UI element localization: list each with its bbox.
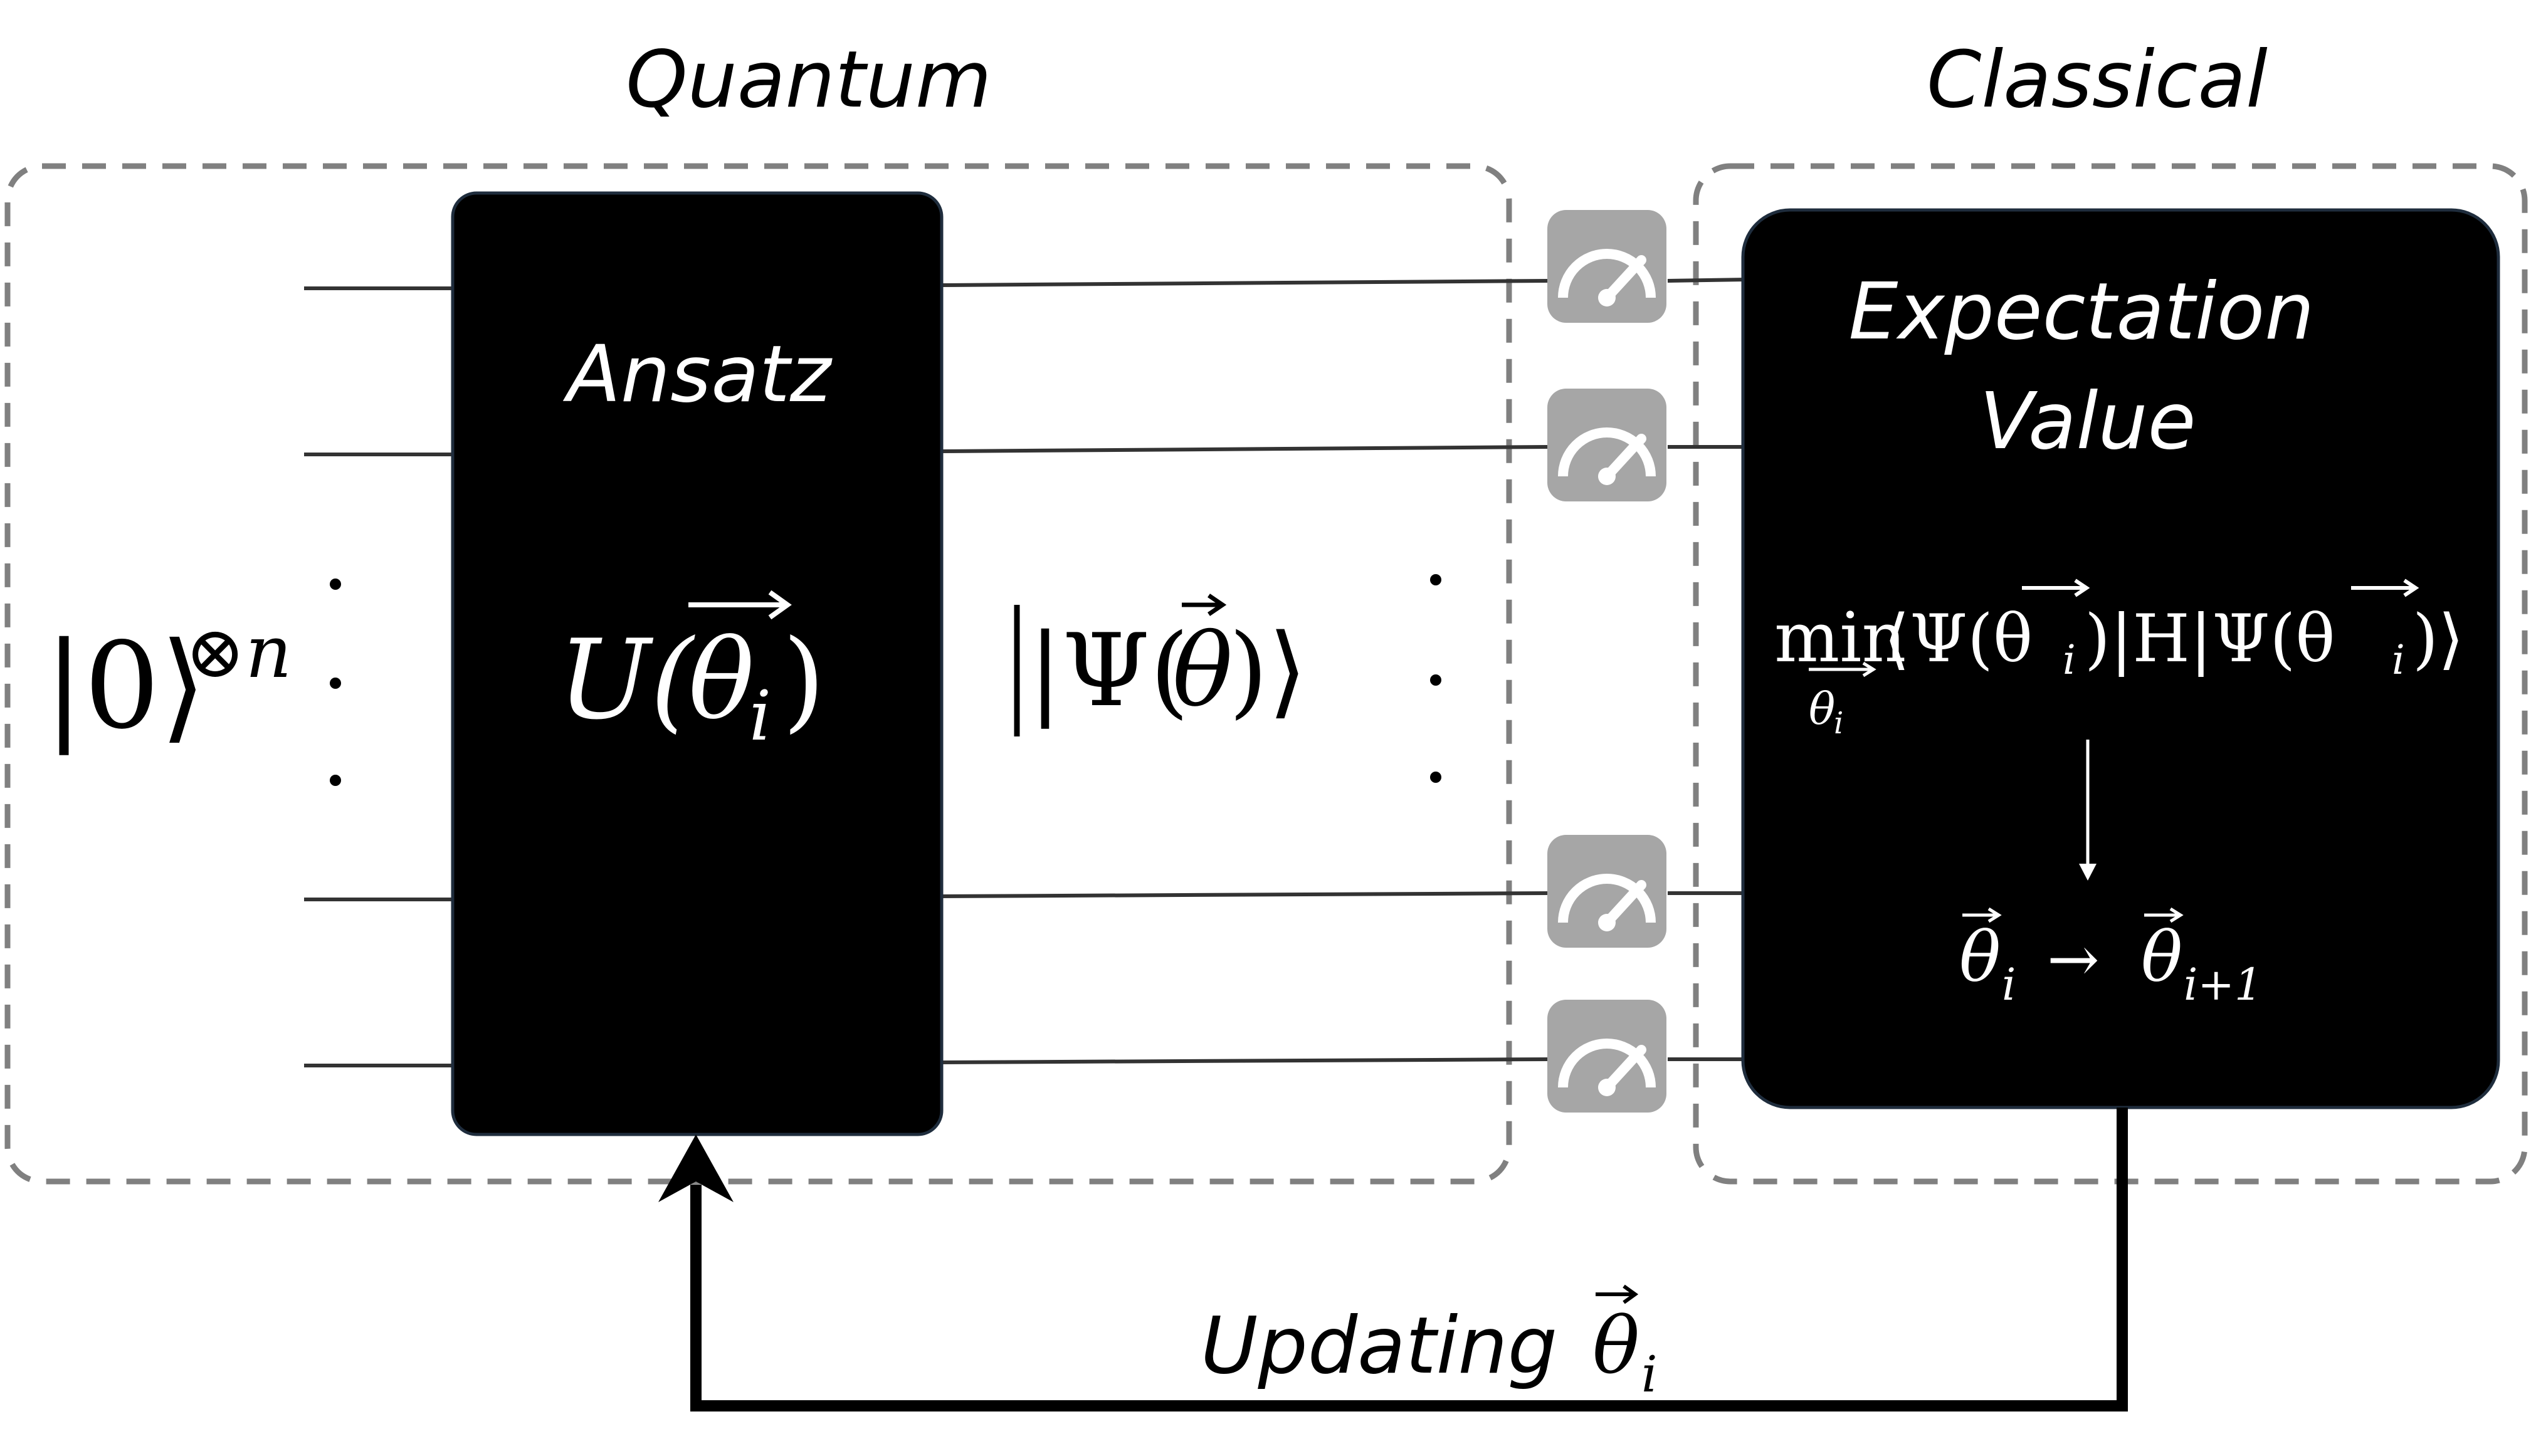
svg-text:min: min (1774, 597, 1906, 678)
svg-text:|Ψ(: |Ψ( (1028, 612, 1189, 729)
svg-text:)⟩: )⟩ (1229, 612, 1307, 729)
svg-text:i: i (2002, 959, 2016, 1010)
input-ellipsis (330, 579, 341, 786)
state-label: |Ψ( θ )⟩ (1014, 594, 1307, 736)
svg-text:i: i (749, 676, 771, 756)
measurement-meter-icon (1547, 210, 1666, 323)
svg-text:i: i (1641, 1345, 1658, 1403)
svg-text:|0⟩: |0⟩ (44, 617, 206, 755)
ansatz-box (451, 191, 944, 1136)
classical-section-label: Classical (1927, 34, 2268, 125)
svg-text:θ: θ (1809, 683, 1835, 735)
svg-text:θ: θ (2141, 917, 2182, 997)
classical-region (1693, 163, 2528, 1185)
input-state-label: |0⟩ ⊗n (44, 610, 292, 755)
expectation-title-line2: Value (1980, 376, 2196, 467)
svg-text:i+1: i+1 (2184, 959, 2263, 1010)
parameter-update-expression: θ i → θ i+1 (1959, 907, 2263, 1010)
svg-text:⊗n: ⊗n (185, 610, 292, 694)
output-wires (940, 278, 1747, 1064)
measurement-meter-icon (1547, 389, 1666, 501)
down-arrow-icon (2079, 740, 2097, 881)
svg-text:): ) (782, 617, 825, 744)
quantum-section-label: Quantum (626, 34, 991, 125)
svg-text:θ: θ (1172, 612, 1233, 729)
svg-text:U(: U( (558, 617, 695, 744)
svg-text:Updating: Updating (1201, 1301, 1557, 1391)
ansatz-unitary: U( θ i ) (558, 590, 825, 756)
ansatz-title: Ansatz (562, 329, 832, 420)
input-wires (304, 286, 455, 1067)
objective-expression: min θ i ⟨Ψ(θ i )|H|Ψ(θ i )⟩ (1774, 579, 2464, 741)
feedback-loop-arrow (658, 1108, 2128, 1411)
svg-text:)⟩: )⟩ (2413, 600, 2464, 677)
feedback-label: Updating θ i (1201, 1284, 1658, 1403)
svg-text:i: i (2392, 637, 2405, 684)
expectation-title-line1: Expectation (1849, 266, 2315, 357)
measurement-meter-icon (1547, 835, 1666, 948)
svg-text:→: → (2047, 923, 2100, 996)
svg-text:i: i (1834, 706, 1843, 741)
svg-text:θ: θ (1959, 917, 2001, 997)
svg-text:)|H|Ψ(θ: )|H|Ψ(θ (2085, 600, 2335, 677)
svg-text:θ: θ (1592, 1301, 1639, 1391)
svg-text:⟨Ψ(θ: ⟨Ψ(θ (1884, 600, 2033, 677)
svg-text:θ: θ (688, 617, 754, 744)
svg-text:i: i (2063, 637, 2076, 684)
state-ellipsis (1430, 574, 1441, 783)
measurement-meter-icon (1547, 1000, 1666, 1113)
